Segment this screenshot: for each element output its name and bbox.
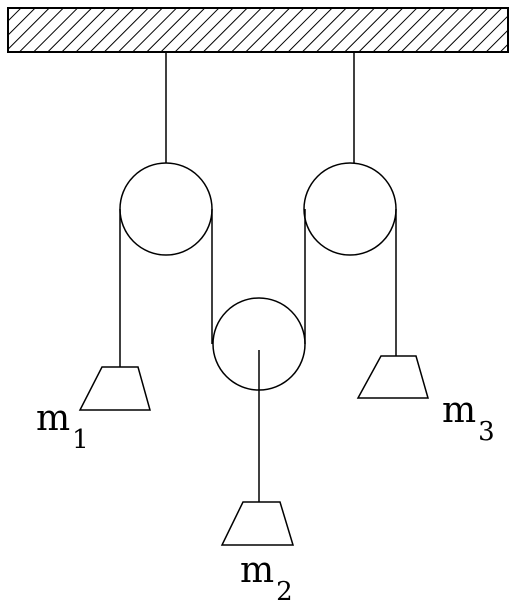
label-m2: m2 [240, 550, 293, 607]
weight-m2 [220, 501, 295, 546]
ceiling [7, 7, 509, 53]
weight-m3 [356, 355, 429, 399]
left-fixed-pulley [119, 162, 213, 256]
weight-m1 [78, 366, 151, 411]
label-m1: m1 [36, 398, 89, 455]
label-m3: m3 [442, 390, 495, 447]
right-fixed-pulley [303, 162, 397, 256]
